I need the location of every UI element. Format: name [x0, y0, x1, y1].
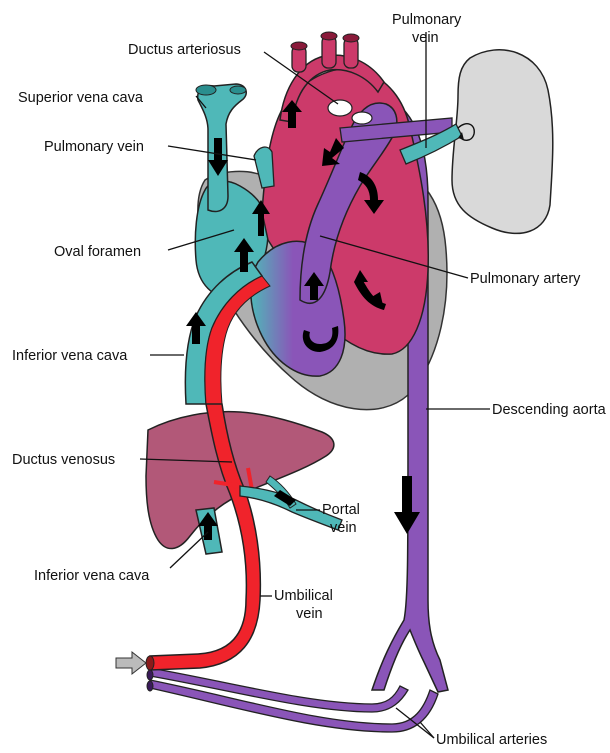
- label-oval-foramen: Oval foramen: [54, 244, 141, 260]
- label-portal-vein-2: vein: [330, 520, 357, 536]
- label-umbilical-arteries: Umbilical arteries: [436, 732, 547, 748]
- label-ductus-arteriosus: Ductus arteriosus: [128, 42, 241, 58]
- label-pulmonary-vein-right-2: vein: [412, 30, 439, 46]
- label-superior-vena-cava: Superior vena cava: [18, 90, 144, 106]
- label-pulmonary-vein-right-1: Pulmonary: [392, 12, 462, 28]
- ductus-arteriosus-opening: [328, 100, 352, 116]
- label-inferior-vena-cava-upper: Inferior vena cava: [12, 348, 128, 364]
- label-portal-vein-1: Portal: [322, 502, 360, 518]
- cord-input-arrow: [116, 652, 146, 674]
- label-descending-aorta: Descending aorta: [492, 402, 607, 418]
- label-ductus-venosus: Ductus venosus: [12, 452, 115, 468]
- arch-vessel-2: [322, 36, 336, 68]
- label-umbilical-vein-2: vein: [296, 606, 323, 622]
- label-pulmonary-artery: Pulmonary artery: [470, 271, 581, 287]
- umbilical-artery-2: [150, 680, 438, 732]
- label-inferior-vena-cava-lower: Inferior vena cava: [34, 568, 150, 584]
- lung: [452, 50, 553, 234]
- label-pulmonary-vein-left: Pulmonary vein: [44, 139, 144, 155]
- label-umbilical-vein-1: Umbilical: [274, 588, 333, 604]
